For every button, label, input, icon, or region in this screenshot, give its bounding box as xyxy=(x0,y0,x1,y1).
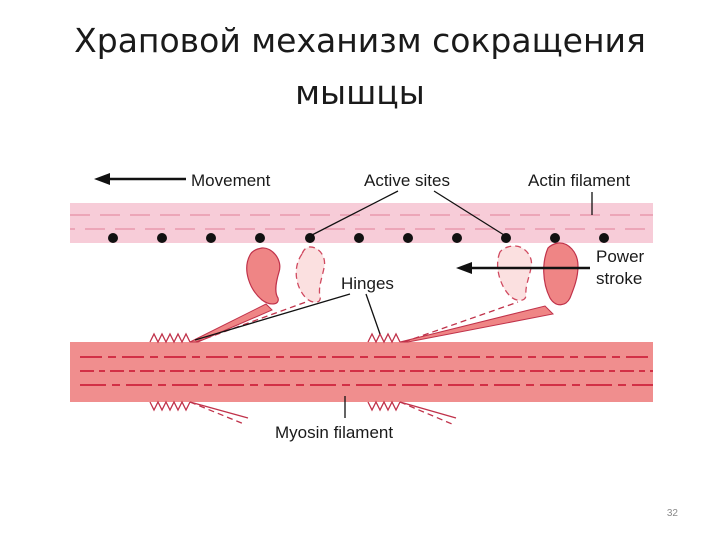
myosin-filament xyxy=(70,342,653,402)
lower-tail-line xyxy=(189,401,249,419)
active-site-dot xyxy=(108,233,118,243)
active-site-dot xyxy=(550,233,560,243)
active-site-dot xyxy=(452,233,462,243)
right-myosin-head-dashed xyxy=(496,245,533,302)
myosin-filament-band xyxy=(70,342,653,402)
myosin-zigzags xyxy=(149,332,401,412)
active-site-dot xyxy=(255,233,265,243)
left-myosin-head-dashed xyxy=(295,246,326,303)
slide-title-line-2: мышцы xyxy=(295,73,425,112)
active-sites-pointer-left xyxy=(311,190,399,236)
active-site-dot xyxy=(157,233,167,243)
lower-crossbridge-tails xyxy=(189,401,457,425)
hinges-pointer-left xyxy=(194,293,351,341)
lower-tail-line xyxy=(399,401,453,425)
active-site-dot xyxy=(501,233,511,243)
zigzag-bottom-right xyxy=(367,400,401,412)
left-arm-solid xyxy=(189,303,273,343)
active-sites xyxy=(108,233,609,243)
zigzag-top-left xyxy=(149,332,191,344)
power-stroke-arrowhead xyxy=(456,262,472,274)
active-site-dot xyxy=(305,233,315,243)
active-site-dot xyxy=(403,233,413,243)
stroke-label: stroke xyxy=(596,269,642,288)
right-myosin-head-solid xyxy=(543,242,579,306)
hinges-pointer-right xyxy=(365,293,381,335)
hinges-label: Hinges xyxy=(341,274,394,293)
power-label: Power xyxy=(596,247,645,266)
active-sites-label: Active sites xyxy=(364,171,450,190)
lower-tail-line xyxy=(189,401,245,425)
left-crossbridge-arms xyxy=(189,301,307,343)
active-site-dot xyxy=(206,233,216,243)
myosin-filament-label: Myosin filament xyxy=(275,423,393,442)
right-arm-dashed xyxy=(403,301,519,343)
movement-arrow xyxy=(94,173,186,185)
lower-tail-line xyxy=(399,401,457,419)
active-sites-pointer-right xyxy=(433,190,505,236)
slide-title-line-1: Храповой механизм сокращения xyxy=(74,21,646,60)
right-crossbridge-arms xyxy=(399,301,555,343)
movement-label: Movement xyxy=(191,171,271,190)
movement-arrowhead xyxy=(94,173,110,185)
zigzag-top-right xyxy=(367,332,401,344)
left-myosin-head-solid xyxy=(246,247,281,305)
page-number: 32 xyxy=(666,508,678,519)
right-arm-solid xyxy=(399,305,555,343)
zigzag-bottom-left xyxy=(149,400,191,412)
active-site-dot xyxy=(354,233,364,243)
active-site-dot xyxy=(599,233,609,243)
actin-filament-label: Actin filament xyxy=(528,171,630,190)
power-stroke-arrow xyxy=(456,262,590,274)
